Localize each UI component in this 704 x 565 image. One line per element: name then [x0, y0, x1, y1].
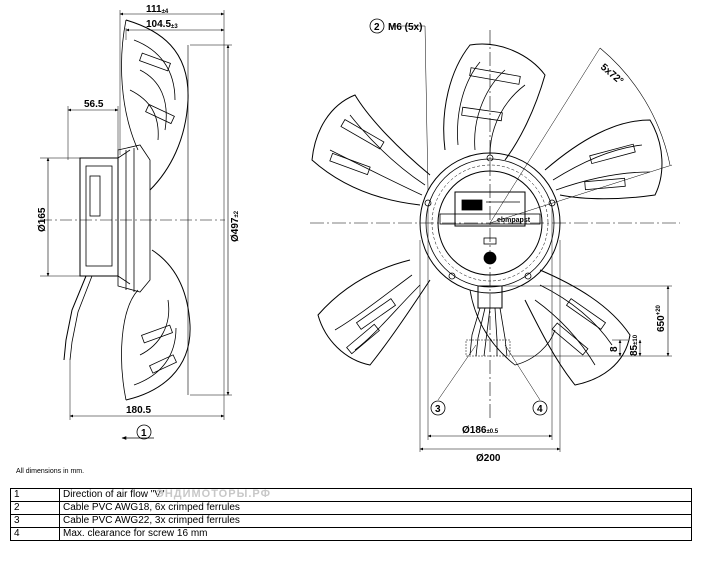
legend-number: 3: [10, 514, 60, 528]
front-view: [310, 18, 680, 452]
blade-4: [317, 259, 431, 366]
screw-spec: M6 (5x): [388, 22, 422, 33]
dim-outer: Ø200: [476, 453, 501, 464]
callout-airflow: 1: [141, 428, 147, 439]
dim-hub-offset: 56.5: [84, 99, 104, 110]
callout-screw: 2: [374, 22, 380, 33]
dim-blade-diameter: Ø497±2: [230, 210, 241, 242]
legend-text: Direction of air flow "V": [59, 488, 692, 502]
technical-drawing: 111±4 104.5±3 56.5 Ø165 Ø497±2 180.5 1: [37, 4, 680, 464]
side-view: [40, 10, 232, 440]
legend-number: 2: [10, 501, 60, 515]
legend-number: 4: [10, 527, 60, 541]
blade-2: [544, 119, 663, 200]
dim-motor-diameter: Ø165: [37, 207, 48, 232]
dim-total-length: 180.5: [126, 405, 151, 416]
legend-number: 1: [10, 488, 60, 502]
units-note: All dimensions in mm.: [16, 468, 85, 475]
dim-cable-length: 650+20: [656, 304, 667, 332]
angle-spec: 5x72°: [598, 62, 625, 87]
watermark: ЭНДИМОТОРЫ.РФ: [156, 488, 271, 500]
legend-row: 2 Cable PVC AWG18, 6x crimped ferrules: [10, 501, 692, 515]
legend-row: 3 Cable PVC AWG22, 3x crimped ferrules: [10, 514, 692, 528]
dim-strip-2: 85±10: [629, 334, 640, 356]
callout-cable-1: 3: [435, 404, 441, 415]
dim-blade-depth: 104.5±3: [146, 19, 178, 30]
legend-row: 1 Direction of air flow "V": [10, 488, 692, 502]
legend-text: Max. clearance for screw 16 mm: [59, 527, 692, 541]
dim-strip-1: 8: [609, 346, 620, 352]
dim-bolt-circle: Ø186±0.5: [462, 425, 499, 436]
legend-table: 1 Direction of air flow "V" 2 Cable PVC …: [10, 488, 692, 541]
blade-1: [443, 43, 546, 161]
blade-5: [311, 94, 431, 206]
legend-text: Cable PVC AWG18, 6x crimped ferrules: [59, 501, 692, 515]
blade-3: [524, 269, 631, 386]
callout-cable-2: 4: [537, 404, 543, 415]
legend-text: Cable PVC AWG22, 3x crimped ferrules: [59, 514, 692, 528]
brand-label: ebmpapst: [497, 217, 531, 224]
dim-overall-depth: 111±4: [146, 4, 169, 15]
legend-row: 4 Max. clearance for screw 16 mm: [10, 527, 692, 541]
